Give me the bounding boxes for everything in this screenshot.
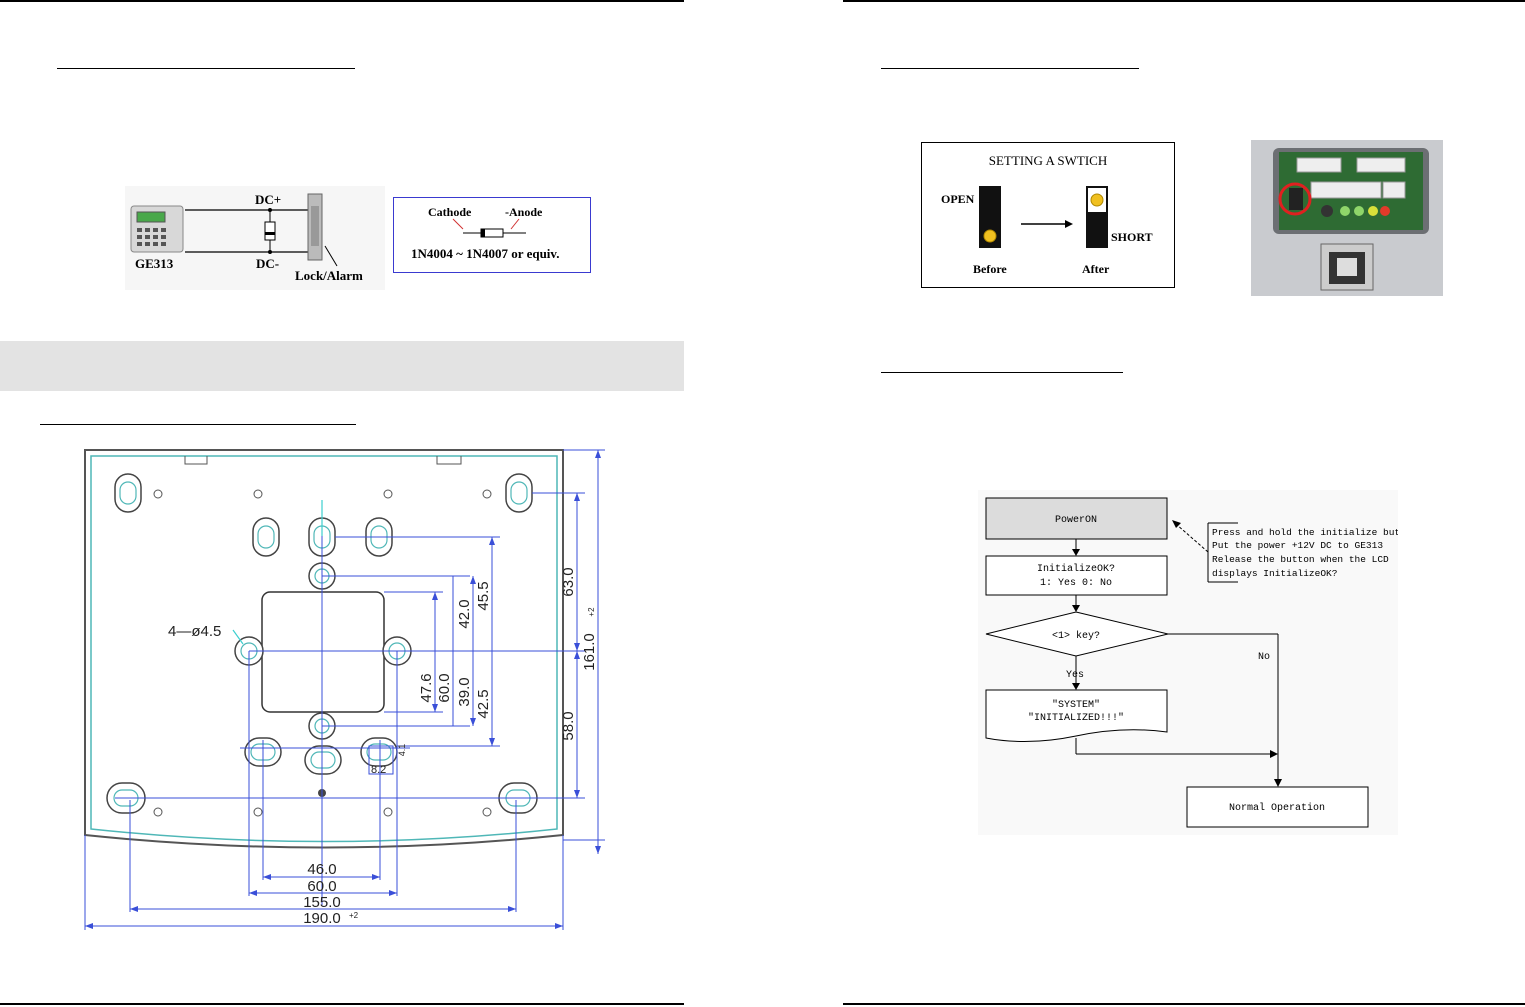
switch-before-icon xyxy=(979,186,1001,248)
lock-label: Lock/Alarm xyxy=(295,268,363,283)
power-on-label: PowerON xyxy=(1055,515,1097,526)
initialize-line2: 1: Yes 0: No xyxy=(1040,578,1112,589)
dimension-drawing: 4—ø4.5 63.0 161.0 +2 58.0 45.5 42.0 42.5… xyxy=(84,449,605,930)
device-board-photo xyxy=(1251,140,1443,296)
dim-161: 161.0 xyxy=(581,633,598,671)
dim-47-6: 47.6 xyxy=(418,673,435,702)
note-line2: Put the power +12V DC to GE313 xyxy=(1212,540,1383,551)
diode-legend-box: Cathode -Anode 1N4004 ~ 1N4007 or equiv. xyxy=(393,197,591,273)
wiring-diagram: GE313 DC+ DC- Lock/Alarm xyxy=(125,186,385,290)
dim-8-2: 8.2 xyxy=(371,764,386,776)
bottom-rule-left xyxy=(0,1003,684,1005)
section-heading-underline xyxy=(881,68,1139,69)
dim-60-v: 60.0 xyxy=(436,673,453,702)
bottom-rule-right xyxy=(843,1003,1525,1005)
system-line1: "SYSTEM" xyxy=(1052,699,1100,711)
section-banner xyxy=(0,341,684,391)
dim-190-tolerance: +2 xyxy=(349,911,359,920)
lock-device-icon xyxy=(307,193,338,267)
keypad-device-icon xyxy=(130,205,184,253)
after-label: After xyxy=(1082,262,1110,276)
switch-highlight-circle xyxy=(1278,182,1312,216)
section-heading-underline xyxy=(57,68,355,69)
dim-190: 190.0 xyxy=(303,910,341,927)
dim-42-5: 42.5 xyxy=(475,689,492,718)
dim-39: 39.0 xyxy=(456,677,473,706)
hole-label: 4—ø4.5 xyxy=(168,623,221,640)
dim-46: 46.0 xyxy=(307,861,336,878)
device-label: GE313 xyxy=(135,256,174,271)
dim-4-1: 4.1 xyxy=(397,744,407,757)
note-line4: displays InitializeOK? xyxy=(1212,568,1337,579)
dc-plus-label: DC+ xyxy=(255,192,281,207)
switch-title: SETTING A SWTICH xyxy=(989,153,1107,168)
initialize-flowchart: PowerON InitializeOK? 1: Yes 0: No <1> k… xyxy=(978,490,1398,835)
dim-42-0: 42.0 xyxy=(456,599,473,628)
switch-setting-panel: SETTING A SWTICH OPEN SHORT Before After xyxy=(921,142,1175,288)
dim-155: 155.0 xyxy=(303,894,341,911)
short-label: SHORT xyxy=(1111,230,1153,244)
no-label: No xyxy=(1258,652,1270,663)
system-line2: "INITIALIZED!!!" xyxy=(1028,712,1124,724)
note-line1: Press and hold the initialize button xyxy=(1212,527,1398,538)
dim-60-h: 60.0 xyxy=(307,878,336,895)
yes-label: Yes xyxy=(1066,670,1084,681)
dc-minus-label: DC- xyxy=(256,256,279,271)
note-line3: Release the button when the LCD xyxy=(1212,554,1389,565)
dim-58: 58.0 xyxy=(560,711,577,740)
dim-161-tolerance: +2 xyxy=(587,607,596,617)
power-on-box xyxy=(985,497,1168,540)
cathode-label: Cathode xyxy=(428,205,472,219)
system-initialized-box xyxy=(985,689,1168,743)
section-heading-underline xyxy=(881,372,1123,373)
top-rule-left xyxy=(0,0,684,2)
before-label: Before xyxy=(973,262,1007,276)
top-rule-right xyxy=(843,0,1525,2)
section-heading-underline xyxy=(40,424,356,425)
diode-text: 1N4004 ~ 1N4007 or equiv. xyxy=(411,246,559,261)
anode-label: -Anode xyxy=(505,205,543,219)
open-label: OPEN xyxy=(941,192,975,206)
dim-63: 63.0 xyxy=(560,567,577,596)
dim-45-5: 45.5 xyxy=(475,581,492,610)
normal-operation-box xyxy=(1186,786,1369,828)
initialize-box xyxy=(985,555,1168,596)
key-question: <1> key? xyxy=(1052,630,1100,642)
initialize-line1: InitializeOK? xyxy=(1037,563,1115,575)
normal-label: Normal Operation xyxy=(1229,802,1325,814)
